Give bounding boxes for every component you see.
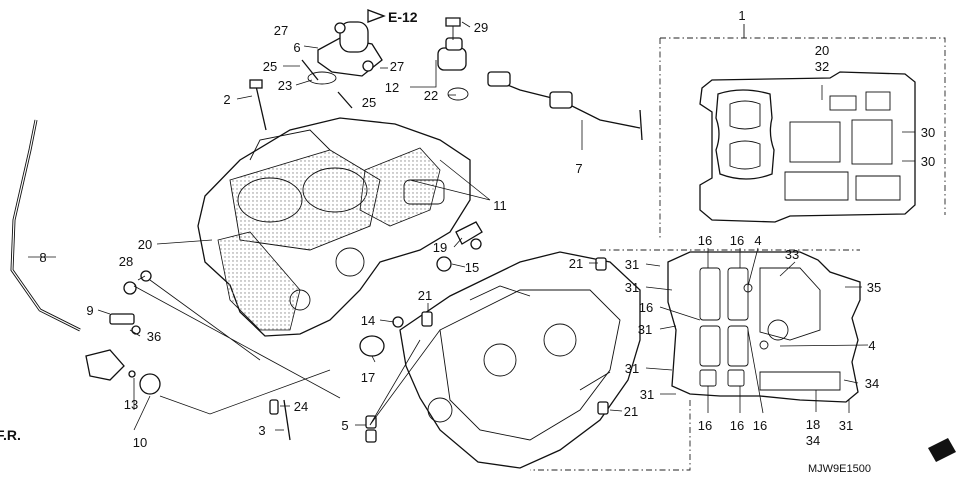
callout-c31d: 31 xyxy=(625,361,639,376)
lower-crankcase xyxy=(399,251,641,469)
callout-c30b: 30 xyxy=(921,154,935,169)
callout-c27a: 27 xyxy=(274,23,288,38)
callout-c11: 11 xyxy=(493,198,507,213)
callout-c36: 36 xyxy=(147,329,161,344)
upper-gasket xyxy=(699,71,916,223)
callout-c29: 29 xyxy=(474,20,488,35)
reference-label: E-12 xyxy=(388,9,418,25)
callout-c1: 1 xyxy=(738,8,745,23)
callout-c19: 19 xyxy=(433,240,447,255)
callout-c8: 8 xyxy=(39,250,46,265)
callout-c16c: 16 xyxy=(639,300,653,315)
tube-8 xyxy=(10,119,125,381)
callout-c21c: 21 xyxy=(624,404,638,419)
leader-lines xyxy=(28,21,915,431)
callout-c16a: 16 xyxy=(698,233,712,248)
front-arrow-right xyxy=(928,438,956,462)
callout-c24: 24 xyxy=(294,399,308,414)
callout-c31a: 31 xyxy=(625,257,639,272)
callout-c7: 7 xyxy=(575,161,582,176)
callout-c33: 33 xyxy=(785,247,799,262)
callout-c31e: 31 xyxy=(640,387,654,402)
callout-c5: 5 xyxy=(341,418,348,433)
callout-c20a: 20 xyxy=(815,43,829,58)
callout-c31f: 31 xyxy=(839,418,853,433)
callout-c23: 23 xyxy=(278,78,292,93)
gasket-set-box xyxy=(659,24,946,240)
callout-c17: 17 xyxy=(361,370,375,385)
callout-c35: 35 xyxy=(867,280,881,295)
callout-c3: 3 xyxy=(258,423,265,438)
callout-c25a: 25 xyxy=(263,59,277,74)
callout-c31c: 31 xyxy=(638,322,652,337)
callout-c34b: 34 xyxy=(806,433,820,448)
callout-c9: 9 xyxy=(86,303,93,318)
callout-c4a: 4 xyxy=(754,233,761,248)
callout-c16e: 16 xyxy=(730,418,744,433)
callout-c27b: 27 xyxy=(390,59,404,74)
callout-c20b: 20 xyxy=(138,237,152,252)
callout-c10: 10 xyxy=(133,435,147,450)
callout-c25b: 25 xyxy=(362,95,376,110)
callout-c4b: 4 xyxy=(868,338,875,353)
callout-c31b: 31 xyxy=(625,280,639,295)
callout-c28: 28 xyxy=(119,254,133,269)
callout-c16d: 16 xyxy=(698,418,712,433)
diagram-code: MJW9E1500 xyxy=(808,463,871,475)
callout-c18: 18 xyxy=(806,417,820,432)
callout-c2: 2 xyxy=(223,92,230,107)
callout-c15: 15 xyxy=(465,260,479,275)
callout-c16b: 16 xyxy=(730,233,744,248)
callout-c21a: 21 xyxy=(569,256,583,271)
callout-c12: 12 xyxy=(385,80,399,95)
sensor-12 xyxy=(437,17,469,101)
harness-7 xyxy=(487,71,643,141)
callout-c14: 14 xyxy=(361,313,375,328)
callout-c32: 32 xyxy=(815,59,829,74)
callout-c13: 13 xyxy=(124,397,138,412)
callout-c30a: 30 xyxy=(921,125,935,140)
upper-crankcase xyxy=(197,117,471,337)
lower-gasket xyxy=(600,249,861,403)
front-label: F.R. xyxy=(0,427,21,443)
callout-c16f: 16 xyxy=(753,418,767,433)
callout-c22: 22 xyxy=(424,88,438,103)
reference-arrow xyxy=(367,9,386,23)
lower-box-edge xyxy=(530,400,691,471)
callout-c21b: 21 xyxy=(418,288,432,303)
callout-c34a: 34 xyxy=(865,376,879,391)
top-cover-6 xyxy=(301,21,383,109)
callout-c6: 6 xyxy=(293,40,300,55)
